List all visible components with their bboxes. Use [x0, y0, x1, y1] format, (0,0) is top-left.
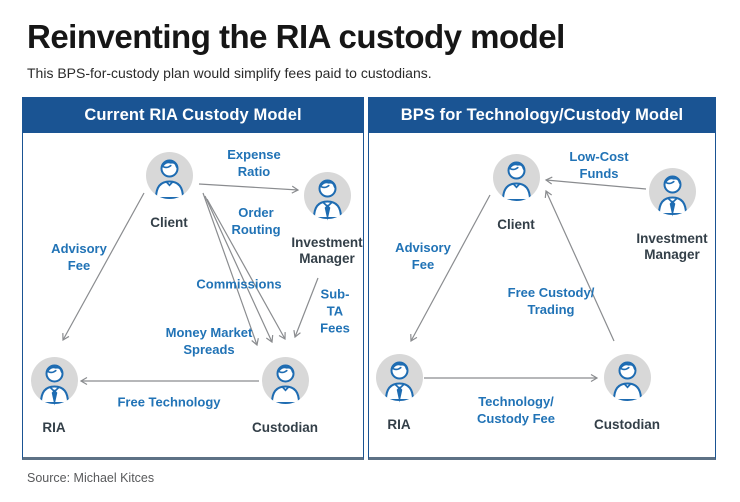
source-note: Source: Michael Kitces — [27, 471, 155, 485]
node-investment-manager: Investment Manager — [624, 168, 715, 263]
arrow-advisory-fee — [62, 192, 145, 342]
flow-label-technology-custody-fee: Technology/ Custody Fee — [476, 394, 556, 426]
flow-label-advisory-fee: Advisory Fee — [395, 240, 451, 272]
person-tie-icon — [375, 354, 423, 403]
arrow-low-cost-funds — [544, 176, 647, 190]
person-tie-icon — [303, 172, 351, 221]
node-label-investment-manager: Investment Manager — [291, 235, 363, 266]
flow-label-order-routing: Order Routing — [231, 205, 281, 237]
node-label-custodian: Custodian — [594, 417, 660, 432]
panel-title: Current RIA Custody Model — [23, 98, 363, 133]
node-investment-manager: Investment Manager — [279, 172, 363, 267]
node-client: Client — [468, 154, 564, 233]
flow-label-free-custody-trading: Free Custody/ Trading — [507, 285, 595, 317]
person-icon — [145, 152, 193, 199]
node-label-custodian: Custodian — [252, 420, 318, 435]
person-icon — [261, 357, 309, 404]
panel-bps-technology-custody-model: BPS for Technology/Custody Model — [368, 97, 716, 460]
node-custodian: Custodian — [579, 354, 675, 433]
page-title: Reinventing the RIA custody model — [27, 18, 565, 55]
panel-body: Expense Ratio Order Routing Advisory Fee… — [23, 133, 363, 457]
arrow-order-routing — [202, 192, 259, 347]
node-ria: RIA — [369, 354, 447, 433]
node-label-ria: RIA — [387, 417, 411, 432]
flow-label-low-cost-funds: Low-Cost Funds — [569, 149, 629, 181]
panel-body: Low-Cost Funds Advisory Fee Free Custody… — [369, 133, 715, 457]
node-label-client: Client — [150, 215, 188, 230]
flow-label-commissions: Commissions — [196, 276, 282, 292]
person-tie-icon — [30, 357, 78, 406]
arrow-free-custody-trading — [544, 189, 615, 342]
page-subtitle: This BPS-for-custody plan would simplify… — [27, 65, 432, 81]
node-ria: RIA — [23, 357, 102, 436]
flow-label-sub-ta-fees: Sub-TA Fees — [320, 286, 350, 336]
flow-arrows — [410, 176, 647, 383]
panel-title: BPS for Technology/Custody Model — [369, 98, 715, 133]
flow-arrows — [62, 183, 319, 386]
node-custodian: Custodian — [237, 357, 333, 436]
node-label-ria: RIA — [42, 420, 66, 435]
arrow-commissions — [204, 195, 274, 344]
node-client: Client — [121, 152, 217, 231]
node-label-client: Client — [497, 217, 535, 232]
arrow-money-market-spreads — [206, 198, 286, 341]
panel-current-ria-custody-model: Current RIA Custody Model — [22, 97, 364, 460]
flow-label-advisory-fee: Advisory Fee — [51, 241, 107, 273]
flow-label-money-market-spreads: Money Market Spreads — [165, 325, 253, 357]
person-tie-icon — [648, 168, 696, 217]
arrow-expense-ratio — [198, 183, 300, 194]
arrow-sub-ta-fees — [293, 277, 319, 339]
person-icon — [492, 154, 540, 201]
arrow-advisory-fee — [410, 194, 491, 343]
flow-label-expense-ratio: Expense Ratio — [227, 147, 281, 179]
comparison-panels: Current RIA Custody Model — [22, 97, 716, 460]
node-label-investment-manager: Investment Manager — [636, 231, 708, 262]
flow-label-free-technology: Free Technology — [117, 394, 221, 410]
person-icon — [603, 354, 651, 401]
